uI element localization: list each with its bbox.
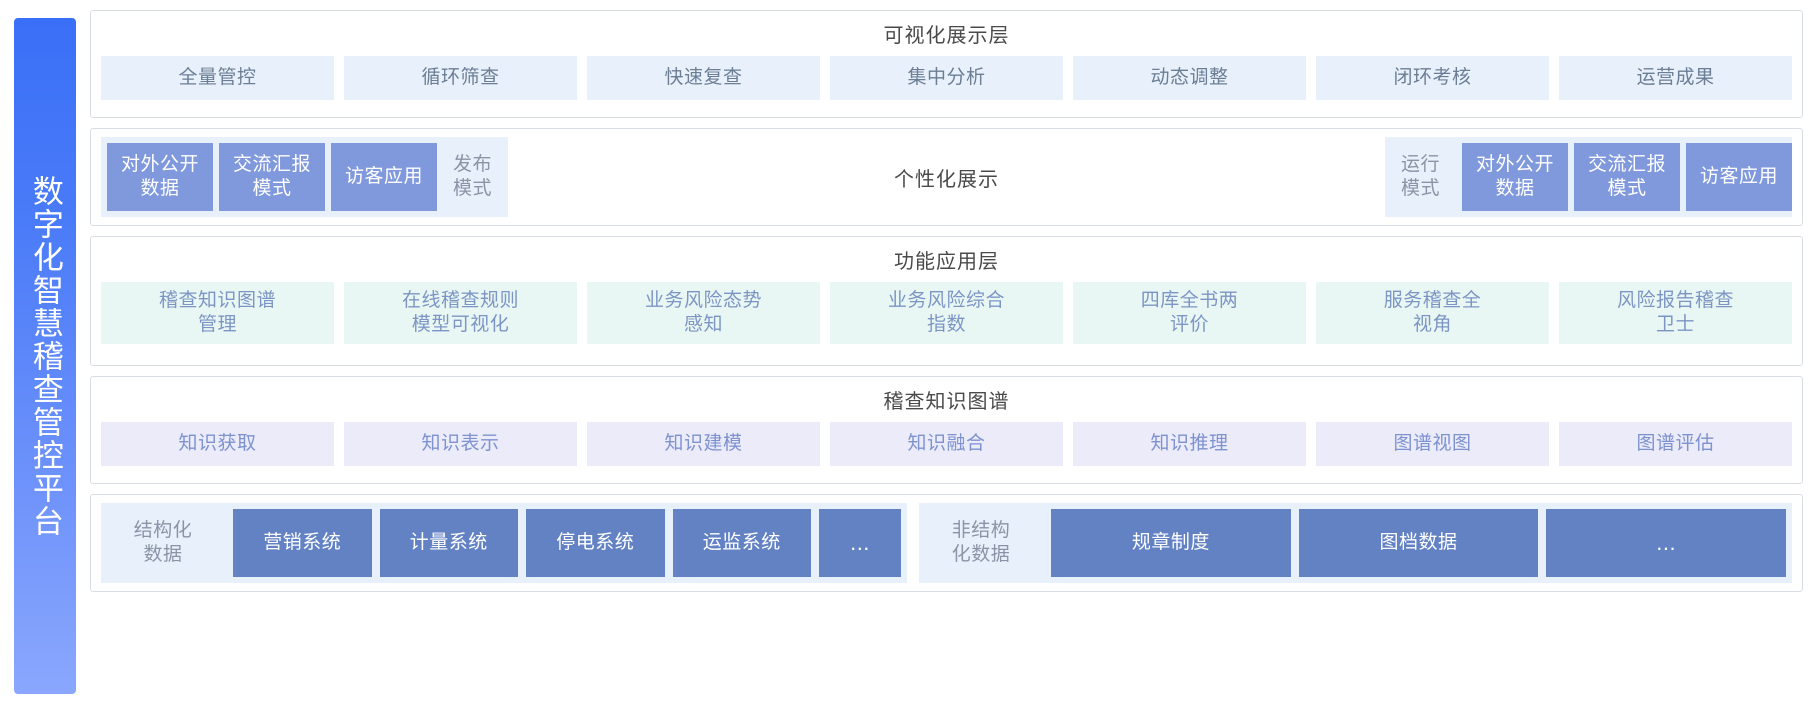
- visualization-cell[interactable]: 集中分析: [830, 56, 1063, 100]
- unstructured-data-group: 非结构 化数据 规章制度 图档数据 ...: [919, 503, 1792, 583]
- publish-public-data-box[interactable]: 对外公开 数据: [107, 143, 214, 211]
- visualization-cell[interactable]: 快速复查: [587, 56, 820, 100]
- knowledge-graph-cell[interactable]: 知识表示: [344, 422, 577, 466]
- display-mode-panel: 对外公开 数据 交流汇报 模式 访客应用 发布 模式 个性化展示 运行 模式 对…: [90, 128, 1803, 226]
- platform-title: 数字化智慧稽查管控平台: [27, 174, 63, 538]
- visualization-cell[interactable]: 闭环考核: [1316, 56, 1549, 100]
- knowledge-graph-cell[interactable]: 图谱评估: [1559, 422, 1792, 466]
- visualization-layer-panel: 可视化展示层 全量管控 循环筛查 快速复查 集中分析 动态调整 闭环考核 运营成…: [90, 10, 1803, 118]
- function-layer-title: 功能应用层: [894, 251, 999, 273]
- unstructured-data-box-regulations[interactable]: 规章制度: [1051, 509, 1291, 577]
- runtime-mode-label: 运行 模式: [1400, 154, 1440, 199]
- data-source-row: 结构化 数据 营销系统 计量系统 停电系统 运监系统 ... 非结构 化数据 规…: [101, 503, 1792, 583]
- structured-data-group: 结构化 数据 营销系统 计量系统 停电系统 运监系统 ...: [101, 503, 907, 583]
- function-cell[interactable]: 稽查知识图谱 管理: [101, 282, 334, 344]
- publish-report-mode-box[interactable]: 交流汇报 模式: [219, 143, 326, 211]
- structured-data-box-outage[interactable]: 停电系统: [526, 509, 665, 577]
- structured-data-box-metering[interactable]: 计量系统: [379, 509, 518, 577]
- display-mode-row: 对外公开 数据 交流汇报 模式 访客应用 发布 模式 个性化展示 运行 模式 对…: [91, 129, 1802, 225]
- visualization-layer-title: 可视化展示层: [883, 25, 1010, 47]
- structured-data-label: 结构化 数据: [133, 520, 193, 565]
- structured-data-box-monitoring[interactable]: 运监系统: [672, 509, 811, 577]
- knowledge-graph-cell[interactable]: 图谱视图: [1316, 422, 1549, 466]
- function-cell[interactable]: 业务风险综合 指数: [830, 282, 1063, 344]
- runtime-visitor-app-box[interactable]: 访客应用: [1685, 143, 1792, 211]
- unstructured-data-label: 非结构 化数据: [951, 520, 1011, 565]
- function-cell[interactable]: 风险报告稽查 卫士: [1559, 282, 1792, 344]
- visualization-cell[interactable]: 循环筛查: [344, 56, 577, 100]
- platform-title-bar: 数字化智慧稽查管控平台: [14, 18, 76, 694]
- layer-stack: 可视化展示层 全量管控 循环筛查 快速复查 集中分析 动态调整 闭环考核 运营成…: [90, 10, 1803, 700]
- knowledge-graph-layer-title: 稽查知识图谱: [883, 391, 1010, 413]
- visualization-cell[interactable]: 动态调整: [1073, 56, 1306, 100]
- knowledge-graph-layer-panel: 稽查知识图谱 知识获取 知识表示 知识建模 知识融合 知识推理 图谱视图 图谱评…: [90, 376, 1803, 484]
- knowledge-graph-cell[interactable]: 知识融合: [830, 422, 1063, 466]
- knowledge-graph-cell[interactable]: 知识推理: [1073, 422, 1306, 466]
- function-cell[interactable]: 在线稽查规则 模型可视化: [344, 282, 577, 344]
- visualization-cell-row: 全量管控 循环筛查 快速复查 集中分析 动态调整 闭环考核 运营成果: [101, 56, 1792, 100]
- unstructured-data-box-archives[interactable]: 图档数据: [1298, 509, 1539, 577]
- function-layer-panel: 功能应用层 稽查知识图谱 管理 在线稽查规则 模型可视化 业务风险态势 感知 业…: [90, 236, 1803, 366]
- function-cell[interactable]: 服务稽查全 视角: [1316, 282, 1549, 344]
- visualization-cell[interactable]: 运营成果: [1559, 56, 1792, 100]
- runtime-public-data-box[interactable]: 对外公开 数据: [1461, 143, 1568, 211]
- data-source-layer-panel: 结构化 数据 营销系统 计量系统 停电系统 运监系统 ... 非结构 化数据 规…: [90, 494, 1803, 592]
- publish-mode-label: 发布 模式: [453, 154, 493, 199]
- structured-data-box-marketing[interactable]: 营销系统: [233, 509, 372, 577]
- visualization-cell[interactable]: 全量管控: [101, 56, 334, 100]
- knowledge-graph-cell[interactable]: 知识建模: [587, 422, 820, 466]
- knowledge-graph-cell[interactable]: 知识获取: [101, 422, 334, 466]
- function-cell[interactable]: 四库全书两 评价: [1073, 282, 1306, 344]
- unstructured-data-box-more[interactable]: ...: [1546, 509, 1787, 577]
- publish-mode-group: 对外公开 数据 交流汇报 模式 访客应用 发布 模式: [101, 137, 509, 217]
- personalized-display-title: 个性化展示: [508, 137, 1385, 217]
- knowledge-graph-cell-row: 知识获取 知识表示 知识建模 知识融合 知识推理 图谱视图 图谱评估: [101, 422, 1792, 466]
- publish-visitor-app-box[interactable]: 访客应用: [331, 143, 438, 211]
- runtime-mode-group: 运行 模式 对外公开 数据 交流汇报 模式 访客应用: [1384, 137, 1792, 217]
- function-cell-row: 稽查知识图谱 管理 在线稽查规则 模型可视化 业务风险态势 感知 业务风险综合 …: [101, 282, 1792, 344]
- function-cell[interactable]: 业务风险态势 感知: [587, 282, 820, 344]
- structured-data-box-more[interactable]: ...: [819, 509, 901, 577]
- runtime-report-mode-box[interactable]: 交流汇报 模式: [1573, 143, 1680, 211]
